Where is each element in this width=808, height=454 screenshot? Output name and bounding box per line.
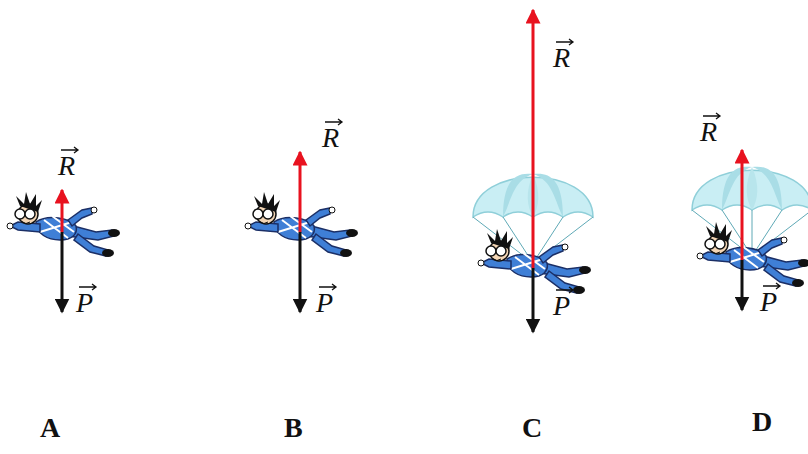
force-symbol: P	[76, 287, 93, 318]
force-arrow	[532, 10, 535, 268]
figure-letter: B	[284, 414, 303, 442]
force-arrow	[532, 268, 535, 332]
figure-letter: A	[40, 414, 60, 442]
force-label: P	[553, 286, 570, 320]
force-arrow	[299, 232, 302, 312]
force-label: P	[316, 283, 333, 317]
force-symbol: R	[700, 116, 717, 147]
force-symbol: P	[760, 286, 777, 317]
panel-letter: D	[752, 406, 772, 437]
force-label: P	[760, 282, 777, 316]
force-symbol: R	[553, 42, 570, 73]
force-label: R	[322, 118, 339, 152]
figure-letter: D	[752, 408, 772, 436]
force-label: P	[76, 283, 93, 317]
force-symbol: P	[316, 287, 333, 318]
force-arrow	[741, 260, 744, 310]
force-label: R	[58, 146, 75, 180]
force-label: R	[553, 38, 570, 72]
skydiver	[697, 222, 808, 287]
force-arrow	[61, 232, 64, 312]
force-symbol: R	[58, 150, 75, 181]
panel-letter: A	[40, 412, 60, 443]
force-arrow	[61, 190, 64, 232]
force-symbol: R	[322, 122, 339, 153]
force-symbol: P	[553, 290, 570, 321]
force-arrow	[741, 150, 744, 260]
force-label: R	[700, 112, 717, 146]
panel-letter: C	[522, 412, 542, 443]
panel-letter: B	[284, 412, 303, 443]
figure-letter: C	[522, 414, 542, 442]
force-arrow	[299, 152, 302, 232]
